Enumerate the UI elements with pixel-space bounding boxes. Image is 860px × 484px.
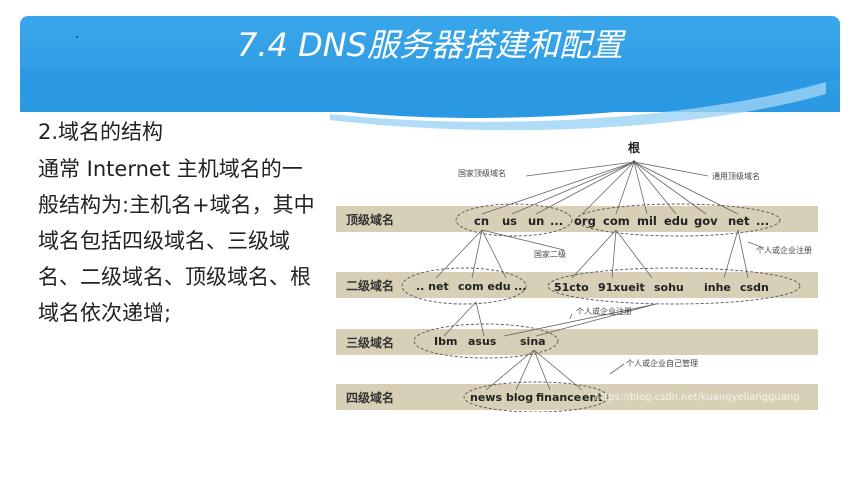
root-label: 根 [628, 140, 640, 155]
tld-edu: edu [664, 214, 688, 228]
third-links [485, 349, 625, 391]
second-net: .. net [416, 280, 449, 293]
tld-un: un [528, 214, 544, 228]
tld-mil: mil [637, 214, 657, 228]
level-label-fourth: 四级域名 [346, 390, 394, 405]
fourth-blog: blog [506, 391, 533, 404]
ellipse-tld-country [455, 203, 573, 237]
band-fourth [336, 384, 818, 410]
header-wave [20, 70, 840, 131]
second-51cto: 51cto [554, 281, 589, 294]
annotation-country-tld: 国家顶级域名 [458, 168, 506, 178]
third-ibm: Ibm [434, 335, 457, 348]
second-sohu: sohu [654, 281, 684, 294]
annotation-country-second: 国家二级 [534, 249, 566, 259]
third-asus: asus [468, 335, 497, 348]
ellipse-tld-generic [575, 203, 781, 237]
section-heading: 2.域名的结构 [38, 120, 164, 144]
tld-org: org [574, 214, 596, 228]
level-label-third: 三级域名 [346, 335, 394, 350]
annotation-org-reg-2: 个人或企业注册 [576, 306, 632, 316]
annotation-self-manage: 个人或企业自己管理 [626, 358, 698, 368]
annotation-generic-tld: 通用顶级域名 [712, 171, 760, 181]
level-label-tld: 顶级域名 [346, 212, 394, 227]
tld-country-more: ... [550, 214, 563, 228]
tld-links [435, 229, 765, 279]
tld-net: net [728, 214, 750, 228]
second-csdn: csdn [740, 281, 769, 294]
fourth-ent: ent [582, 391, 603, 404]
third-sina: sina [520, 335, 546, 348]
second-links [443, 301, 657, 337]
second-91xueit: 91xueit [598, 281, 645, 294]
second-com-edu: com edu [458, 280, 511, 293]
second-country-more: ... [514, 280, 527, 293]
fourth-finance: finance [536, 391, 581, 404]
description-text: 通常 Internet 主机域名的一般结构为:主机名+域名，其中域名包括四级域名… [38, 157, 315, 325]
header-dot [76, 36, 78, 38]
tld-us: us [502, 214, 517, 228]
slide-title: 7.4 DNS服务器搭建和配置 [237, 26, 623, 64]
band-third [336, 329, 818, 355]
ellipse-fourth [463, 381, 609, 412]
domain-structure-diagram: 顶级域名 二级域名 三级域名 四级域名 根 国家顶级域名 通用顶级域名 cn u… [336, 140, 818, 412]
level-label-second: 二级域名 [346, 278, 394, 293]
ellipse-second-org [547, 267, 801, 305]
root-links [481, 161, 739, 215]
tld-com: com [603, 214, 630, 228]
watermark: https://blog.csdn.net/kuangyeliangguang [594, 392, 800, 403]
ellipse-third [413, 323, 559, 359]
tld-generic-more: ... [756, 214, 769, 228]
tld-cn: cn [474, 214, 489, 228]
ellipse-second-country [401, 267, 527, 305]
second-inhe: inhe [704, 281, 731, 294]
band-tld [336, 206, 818, 232]
band-second [336, 272, 818, 298]
fourth-news: news [470, 391, 502, 404]
annotation-org-reg-1: 个人或企业注册 [756, 245, 812, 255]
tld-gov: gov [694, 214, 718, 228]
